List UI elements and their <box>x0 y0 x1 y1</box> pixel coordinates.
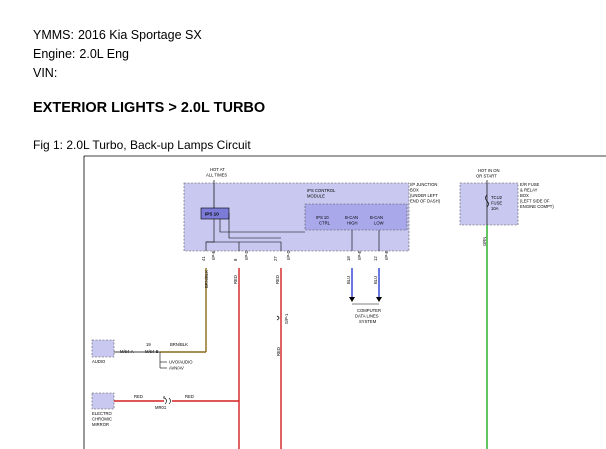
data-line-arrow-2 <box>376 297 382 302</box>
bcan-high-line-2: HIGH <box>347 221 357 226</box>
engine-value: 2.0L Eng <box>79 47 129 61</box>
er-box-line-5: ENGINE COMPT) <box>520 204 554 209</box>
pin-12: 12 <box>373 256 378 261</box>
bcan-high-label: B-CAN HIGH <box>345 215 359 226</box>
wire-label-grn: GRN <box>482 237 487 246</box>
splice-label: S/P-1 <box>284 313 289 324</box>
er-box-line-3: BOX <box>520 193 529 198</box>
audio-wire-label: BRN/BLK <box>170 342 188 347</box>
ips-control-line-2: MODULE <box>307 194 325 199</box>
mirror-box <box>91 392 115 410</box>
ip-junction-line-2: BOX <box>410 188 419 193</box>
section-title: EXTERIOR LIGHTS > 2.0L TURBO <box>33 100 266 116</box>
fuse-line-3: 10A <box>491 206 499 211</box>
mirror-label: ELECTRO CHROMIC MIRROR <box>92 411 113 427</box>
fuse-label: TCU2 FUSE 10A <box>491 195 503 211</box>
ip-junction-line-3: (UNDER LEFT <box>410 193 438 198</box>
wire-label-red-3: RED <box>276 347 281 356</box>
data-line-arrow-1 <box>349 297 355 302</box>
ip-junction-line-1: I/P JUNCTION <box>410 182 437 187</box>
fuse-symbol <box>485 194 489 208</box>
ips10-label: IPS 10 <box>205 212 219 217</box>
ip-junction-line-4: END OF DASH) <box>410 199 441 204</box>
mirror-label-2: CHROMIC <box>92 417 112 422</box>
er-box-line-4: (LEFT SIDE OF <box>520 199 550 204</box>
hot-in-on-label: HOT IN ON OR START <box>476 168 501 179</box>
mirror-pin-label: 6 <box>163 395 166 400</box>
er-fuse-box-label: E/R FUSE & RELAY BOX (LEFT SIDE OF ENGIN… <box>520 182 554 209</box>
wire-label-blu-1: BLU <box>346 276 351 284</box>
pin-8: 8 <box>233 258 238 261</box>
ips10-ctrl-line-1: IPS 10 <box>316 215 329 220</box>
audio-other-2: AVN/AV <box>169 366 184 371</box>
hot-at-line-1: HOT AT <box>210 167 225 172</box>
ips-control-line-1: IPS CONTROL <box>307 188 336 193</box>
conn-1: I/P-E <box>211 250 216 260</box>
ips-control-module <box>304 203 408 231</box>
engine-label: Engine: <box>33 47 76 61</box>
pin-27: 27 <box>273 256 278 261</box>
cdl-line-2: DATA LINES <box>355 314 379 319</box>
conn-3: I/P-D <box>286 250 291 260</box>
wire-label-red-1: RED <box>233 275 238 284</box>
er-box-line-1: E/R FUSE <box>520 182 540 187</box>
ips-output-bus-2 <box>206 241 282 251</box>
wire-label-red-2: RED <box>275 275 280 284</box>
audio-other-1: UVO/AUDIO <box>169 360 193 365</box>
ips10-ctrl-label: IPS 10 CTRL <box>316 215 331 226</box>
audio-box <box>91 339 115 358</box>
hot-at-line-2: ALL TIMES <box>206 173 227 178</box>
bcan-high-line-1: B-CAN <box>345 215 358 220</box>
conn-2: I/P-D <box>244 250 249 260</box>
ips10-ctrl-line-2: CTRL <box>319 221 331 226</box>
er-box-line-2: & RELAY <box>520 188 538 193</box>
bcan-low-label: B-CAN LOW <box>370 215 384 226</box>
mirror-label-1: ELECTRO <box>92 411 113 416</box>
hot-in-on-line-1: HOT IN ON <box>478 168 500 173</box>
splice-symbol <box>276 315 280 321</box>
ip-junction-label: I/P JUNCTION BOX (UNDER LEFT END OF DASH… <box>410 182 441 204</box>
mirror-connector <box>164 397 171 405</box>
fuse-line-1: TCU2 <box>491 195 503 200</box>
hot-at-all-times-label: HOT AT ALL TIMES <box>206 167 227 178</box>
bcan-low-line-1: B-CAN <box>370 215 383 220</box>
ips-internal-lines <box>219 219 305 233</box>
cdl-line-1: COMPUTER <box>357 308 381 313</box>
wire-label-brnblk: BRN/BLK <box>204 270 209 288</box>
vin-label: VIN: <box>33 66 58 80</box>
ymms-line: YMMS:2016 Kia Sportage SX <box>33 27 202 43</box>
er-fuse-box <box>459 182 519 226</box>
audio-conn-2: M/64-B <box>145 349 159 354</box>
hot-in-on-line-2: OR START <box>476 174 497 179</box>
computer-data-lines-label: COMPUTER DATA LINES SYSTEM <box>355 308 382 324</box>
ips-control-label: IPS CONTROL MODULE <box>307 188 336 199</box>
audio-conn-1: M/64-A <box>120 349 134 354</box>
pin-18: 18 <box>346 256 351 261</box>
bcan-low-line-2: LOW <box>374 221 384 226</box>
engine-line: Engine:2.0L Eng <box>33 46 129 62</box>
mirror-wire-label-2: RED <box>185 394 194 399</box>
fuse-line-2: FUSE <box>491 201 502 206</box>
pin-41: 41 <box>201 256 206 261</box>
figure-caption: Fig 1: 2.0L Turbo, Back-up Lamps Circuit <box>33 138 251 152</box>
ymms-value: 2016 Kia Sportage SX <box>77 28 202 42</box>
ymms-label: YMMS: <box>33 28 74 42</box>
mirror-conn-label: MR01 <box>155 405 167 410</box>
wire-label-blu-2: BLU <box>373 276 378 284</box>
cdl-line-3: SYSTEM <box>359 319 377 324</box>
mirror-label-3: MIRROR <box>92 422 109 427</box>
vin-line: VIN: <box>33 65 57 81</box>
mirror-wire-label: RED <box>134 394 143 399</box>
audio-label: AUDIO <box>92 359 106 364</box>
conn-4: I/P-E <box>357 250 362 260</box>
conn-5: I/P-E <box>384 250 389 260</box>
ips-internal-2 <box>228 213 281 239</box>
audio-pin-label: 19 <box>146 342 151 347</box>
